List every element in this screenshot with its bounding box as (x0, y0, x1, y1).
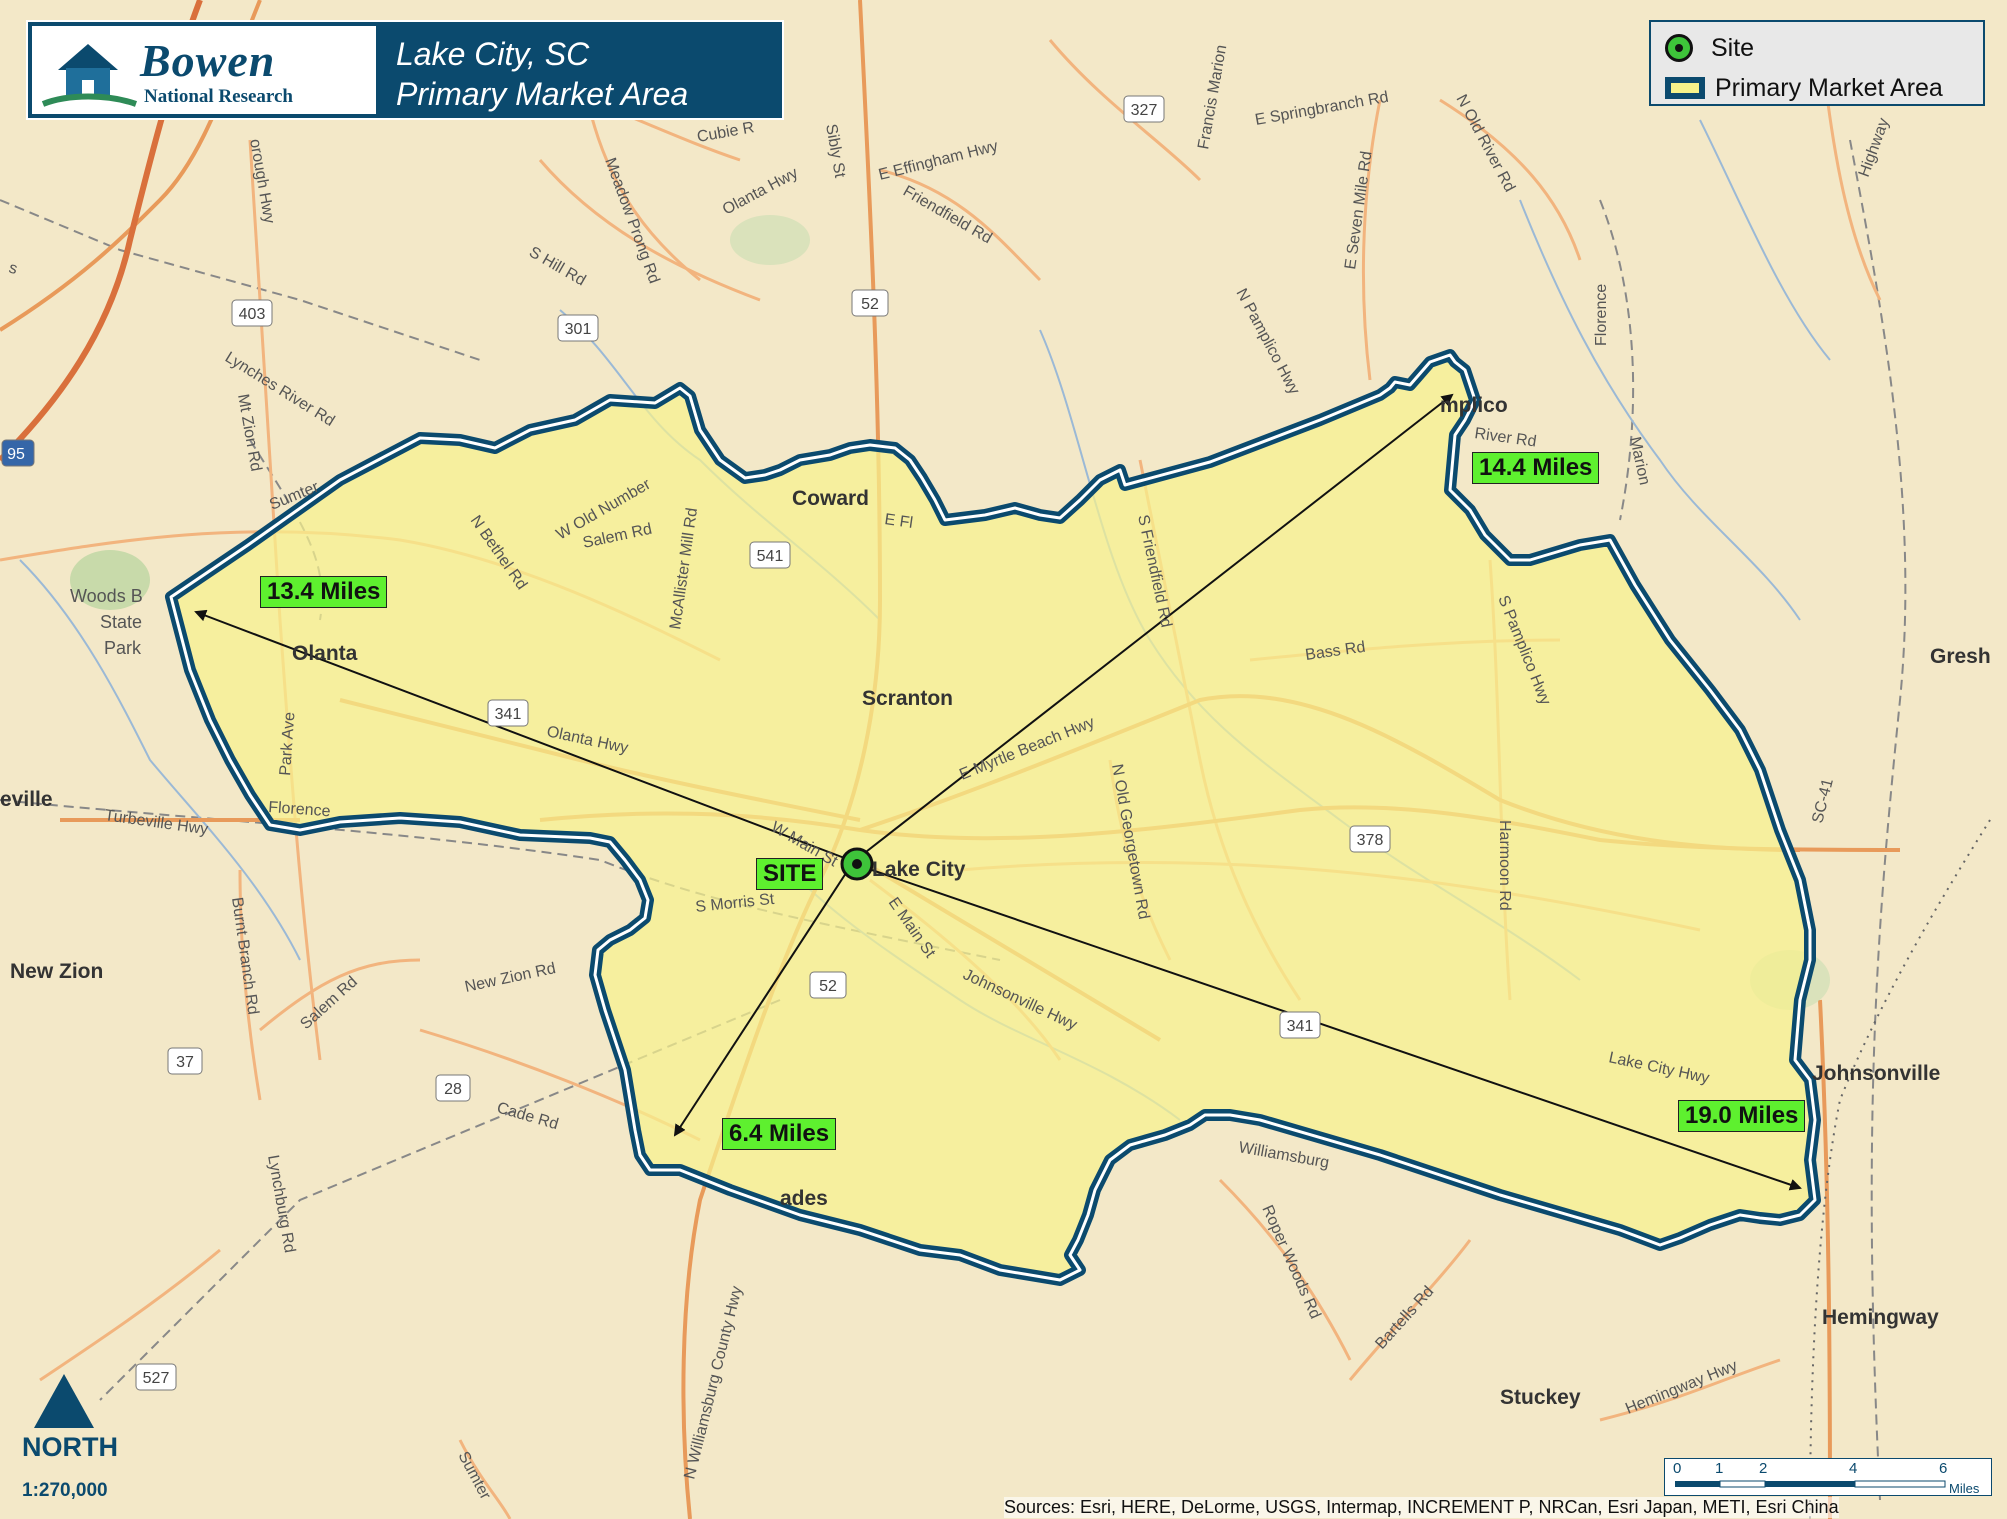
shield-52-south: 52 (819, 978, 837, 995)
park-patch (730, 215, 810, 265)
primary-market-area-inner-line (169, 353, 1817, 1282)
company-logo: Bowen National Research (32, 26, 376, 114)
site-marker-center (852, 859, 862, 869)
legend-site: Site (1665, 30, 1754, 66)
route-shields: 327 52 403 301 541 341 378 52 341 37 28 … (1, 95, 1391, 1391)
place-lake-city: Lake City (872, 858, 966, 881)
road-e-fl: E Fl (883, 511, 914, 532)
place-johnsonville: Johnsonville (1812, 1062, 1940, 1085)
arrow-southeast (865, 867, 1802, 1191)
scale-tick-1: 1 (1715, 1460, 1724, 1477)
road-florence-county: Florence (268, 799, 331, 820)
scale-unit: Miles (1949, 1481, 1980, 1496)
map-sources: Sources: Esri, HERE, DeLorme, USGS, Inte… (1004, 1497, 1839, 1518)
shield-378: 378 (1357, 832, 1384, 849)
woods-bay-state-park (70, 550, 150, 610)
map-title-line2: Primary Market Area (396, 76, 689, 112)
place-hemingway: Hemingway (1822, 1306, 1939, 1329)
map-title-line1: Lake City, SC (396, 36, 590, 72)
north-arrow: NORTH (22, 1374, 118, 1463)
road-harmoon-rd: Harmoon Rd (1496, 820, 1513, 911)
north-label: NORTH (22, 1432, 118, 1462)
site-label: SITE (756, 858, 824, 890)
place-state: State (100, 612, 142, 632)
road-florence-east: Florence (1593, 284, 1610, 346)
map-legend: Site Primary Market Area (1649, 20, 1985, 106)
shield-403: 403 (239, 306, 266, 323)
house-logo-icon (41, 44, 138, 107)
place-coward: Coward (792, 487, 869, 510)
shield-327: 327 (1131, 102, 1158, 119)
site-symbol-icon (1665, 34, 1693, 62)
place-cades: ades (780, 1187, 828, 1210)
scale-tick-4: 4 (1849, 1460, 1858, 1477)
scale-tick-2: 2 (1759, 1460, 1768, 1477)
distance-label-northeast: 14.4 Miles (1472, 452, 1600, 484)
arrow-south (673, 869, 849, 1137)
place-stuckey: Stuckey (1500, 1386, 1581, 1409)
legend-pma-label: Primary Market Area (1715, 73, 1943, 102)
distance-arrows (194, 393, 1802, 1191)
place-gresham: Gresh (1930, 645, 1991, 668)
shield-i95: 95 (7, 446, 25, 463)
arrow-west (194, 609, 856, 863)
distance-label-west: 13.4 Miles (260, 576, 388, 608)
pma-symbol-icon (1665, 77, 1705, 99)
place-olanta: Olanta (292, 642, 358, 665)
north-arrow-icon (34, 1374, 94, 1428)
shield-52-north: 52 (861, 296, 879, 313)
logo-subtitle: National Research (144, 86, 293, 107)
place-new-zion: New Zion (10, 960, 103, 983)
legend-pma: Primary Market Area (1665, 70, 1943, 106)
place-pamplico: mplico (1440, 394, 1508, 417)
distance-label-southeast: 19.0 Miles (1678, 1100, 1806, 1132)
arrow-northeast (861, 393, 1454, 856)
shield-37: 37 (176, 1054, 194, 1071)
scale-bar-graphic (1675, 1480, 1946, 1488)
legend-site-label: Site (1711, 33, 1755, 62)
shield-341-west: 341 (495, 706, 522, 723)
scale-tick-0: 0 (1673, 1460, 1682, 1477)
place-ville: eville (0, 788, 53, 811)
shield-541: 541 (757, 548, 784, 565)
scale-bar: 0 1 2 4 6 Miles (1664, 1458, 1992, 1496)
title-box: Bowen National Research Lake City, SC Pr… (26, 20, 784, 120)
distance-label-south: 6.4 Miles (722, 1118, 837, 1150)
place-park: Park (104, 638, 142, 658)
site-marker[interactable] (840, 847, 874, 881)
shield-341-east: 341 (1287, 1018, 1314, 1035)
shield-301: 301 (565, 321, 592, 338)
place-labels: Coward Scranton Lake City Olanta New Zio… (0, 394, 1991, 1409)
place-scranton: Scranton (862, 687, 953, 710)
scale-ratio: 1:270,000 (22, 1480, 108, 1501)
shield-28: 28 (444, 1081, 462, 1098)
road-park-ave: Park Ave (277, 711, 298, 776)
place-woods-bay: Woods B (70, 586, 143, 606)
scale-tick-6: 6 (1939, 1460, 1948, 1477)
logo-name: Bowen (140, 35, 276, 86)
shield-527: 527 (143, 1370, 170, 1387)
